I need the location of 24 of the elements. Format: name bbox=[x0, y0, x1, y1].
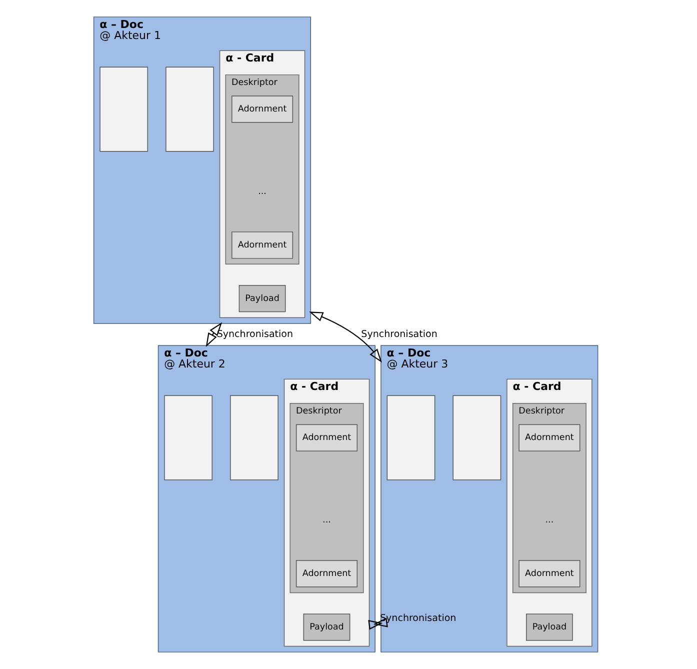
node-box bbox=[452, 395, 502, 480]
edge-label: Synchronisation bbox=[361, 328, 438, 340]
node-box bbox=[386, 395, 436, 480]
node-box bbox=[230, 395, 278, 480]
node-box: Payload bbox=[238, 285, 286, 312]
node-box bbox=[100, 66, 148, 152]
node-box bbox=[166, 66, 214, 152]
node-box: Adornment bbox=[518, 424, 580, 452]
node-box: Payload bbox=[526, 614, 573, 641]
node-box: Adornment bbox=[232, 232, 294, 259]
node-box: Adornment bbox=[232, 96, 294, 123]
edge-label: Synchronisation bbox=[216, 328, 294, 340]
node-box: Adornment bbox=[296, 424, 358, 452]
label: ... bbox=[545, 515, 554, 526]
node-box: Payload bbox=[303, 614, 350, 641]
label: ... bbox=[322, 515, 331, 526]
node-box: Adornment bbox=[296, 560, 358, 588]
node-box: Adornment bbox=[518, 560, 580, 588]
arrow bbox=[368, 618, 388, 630]
node-box bbox=[164, 395, 212, 480]
edge-label: Synchronisation bbox=[380, 612, 456, 624]
arrow bbox=[206, 322, 222, 347]
label: ... bbox=[258, 186, 266, 197]
arrow bbox=[309, 312, 382, 363]
